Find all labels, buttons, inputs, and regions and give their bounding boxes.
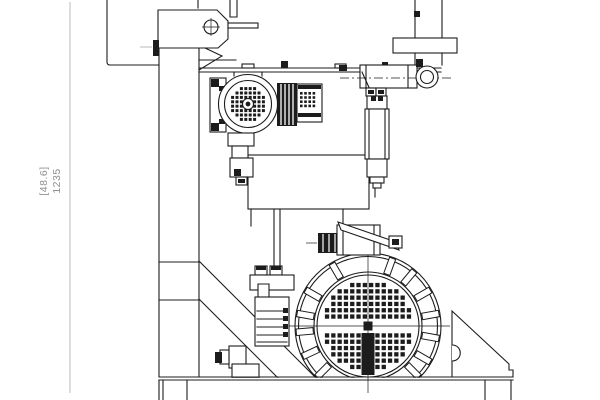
dimension-imperial-label: [48.6]: [38, 166, 50, 195]
gear-motor-mount: [227, 132, 255, 147]
drop-section: [250, 208, 344, 267]
pump-body: [254, 296, 290, 347]
pump-pedestal: [215, 265, 295, 379]
gusset-arch: [451, 344, 461, 362]
right-gusset: [451, 309, 514, 378]
vertical-pipe-assembly: [340, 0, 458, 97]
pedestal-plate: [249, 274, 295, 291]
pipe-elbow: [415, 65, 439, 89]
pipe-flange: [392, 37, 458, 54]
junction-box-lid: [337, 221, 400, 251]
support-column: [158, 47, 237, 378]
motor-junction-box: [306, 221, 403, 256]
plate-stud: [281, 61, 288, 68]
cylinder-top-cap: [366, 95, 388, 110]
gear-motor-fins: [277, 83, 297, 126]
gear-motor-vent-grid: [231, 87, 265, 121]
dimension-metric-label: 1235: [51, 168, 63, 193]
gearbox-block: [247, 154, 370, 210]
motor-centerlines: [289, 247, 450, 393]
pump-foot: [231, 363, 260, 379]
pipe-weld-mark: [414, 11, 420, 17]
bracket-clamp: [153, 40, 159, 56]
cylinder-bottom-cap: [366, 158, 388, 178]
gear-motor: [209, 71, 323, 186]
upper-left-housing: [106, 0, 160, 66]
bracket-bolt: [215, 352, 222, 363]
sight-glass-cylinder: [364, 95, 390, 198]
dimension-annotation: [48.6] 1235: [38, 2, 71, 393]
terminal-box-detail: [300, 92, 316, 108]
cable-gland: [318, 233, 337, 253]
gear-motor-foot: [229, 157, 254, 178]
bracket-pin: [227, 22, 259, 29]
plate-fitting-end: [339, 65, 347, 71]
plate-bolt: [241, 63, 255, 69]
motor-rim-ribs: [295, 256, 441, 380]
base-frame: [157, 376, 515, 400]
